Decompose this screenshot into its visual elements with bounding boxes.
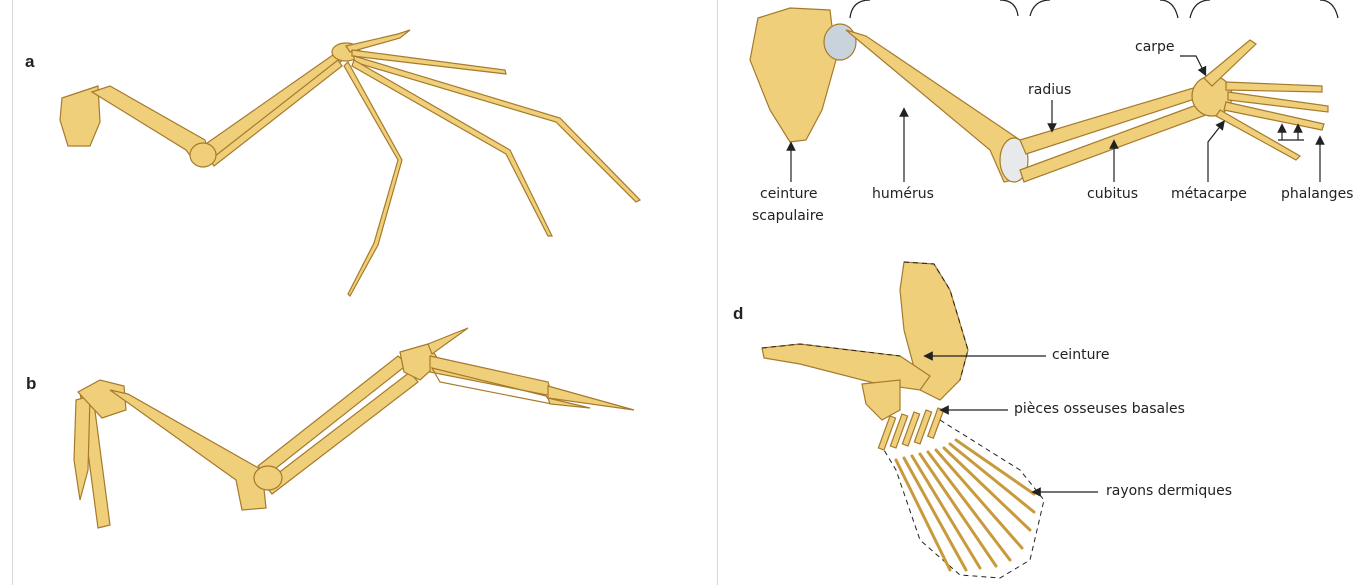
bird-digit	[548, 386, 634, 410]
bird-scapula	[74, 396, 90, 500]
fish-girdle-lower	[862, 380, 900, 420]
arrow-carpe	[1180, 56, 1204, 72]
label-cubitus: cubitus	[1087, 186, 1138, 203]
label-ceinture-scapulaire-2: scapulaire	[752, 208, 824, 225]
arrow-metacarpe	[1208, 124, 1222, 182]
bird-humerus	[110, 390, 266, 510]
bat-thumb	[346, 30, 410, 52]
bat-wing-skeleton	[60, 30, 640, 296]
fish-girdle-bar	[762, 344, 930, 390]
label-phalanges: phalanges	[1281, 186, 1353, 203]
human-scapula	[750, 8, 836, 142]
region-braces	[850, 0, 1338, 18]
bird-alula	[428, 328, 468, 354]
label-metacarpe: métacarpe	[1171, 186, 1247, 203]
bat-digit-5	[344, 62, 402, 296]
bat-elbow	[190, 143, 216, 167]
bird-radius	[258, 356, 408, 476]
bird-ulna	[264, 372, 418, 494]
label-rayons-dermiques: rayons dermiques	[1106, 483, 1232, 500]
bird-carpometacarpus	[430, 356, 552, 396]
panel-letter-a: a	[25, 52, 34, 72]
label-radius: radius	[1028, 82, 1071, 99]
label-carpe: carpe	[1135, 39, 1175, 56]
human-humerus	[846, 30, 1024, 182]
human-thumb	[1204, 40, 1256, 86]
panel-letter-d: d	[733, 304, 743, 324]
human-finger-1	[1226, 82, 1322, 92]
label-ceinture-scapulaire-1: ceinture	[760, 186, 818, 203]
label-pieces-osseuses-basales: pièces osseuses basales	[1014, 401, 1185, 418]
bat-scapula	[60, 86, 100, 146]
bat-ulna	[210, 60, 342, 166]
label-humerus: humérus	[872, 186, 934, 203]
bat-radius	[200, 50, 348, 162]
panel-letter-b: b	[26, 374, 36, 394]
label-ceinture: ceinture	[1052, 347, 1110, 364]
bird-wing-skeleton	[74, 328, 634, 528]
bird-elbow	[254, 466, 282, 490]
dermal-rays	[896, 440, 1034, 570]
human-humeral-head	[824, 24, 856, 60]
